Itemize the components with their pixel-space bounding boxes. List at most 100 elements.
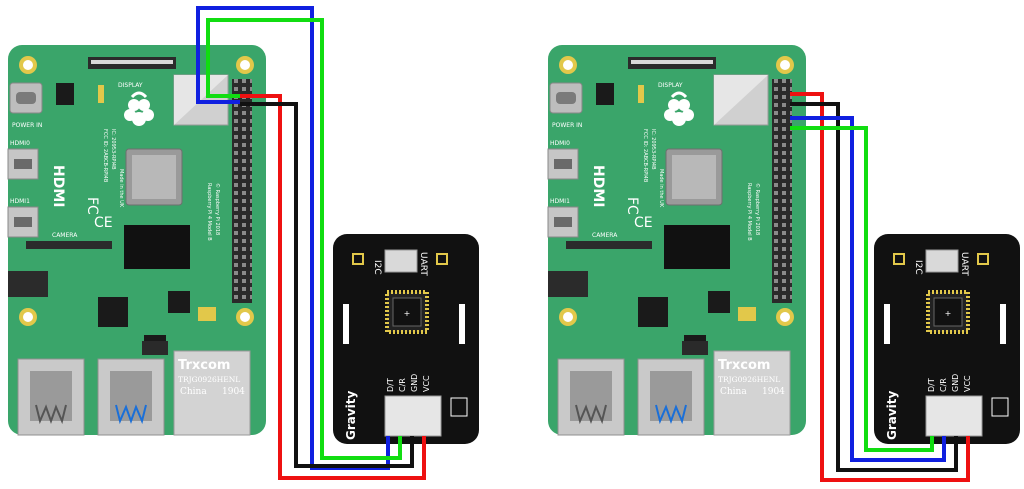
- led-block: [638, 85, 644, 103]
- hdmi1-label: HDMI1: [10, 198, 30, 205]
- side-strip: [884, 304, 890, 344]
- usb2-port: [557, 358, 625, 436]
- camera-connector: [26, 241, 112, 249]
- power-label: POWER IN: [552, 122, 582, 129]
- pin-label: VCC: [422, 375, 431, 392]
- wire-red: [790, 92, 970, 482]
- raspberry-logo-icon: [124, 91, 154, 126]
- chip: [198, 307, 216, 321]
- switch: [925, 249, 959, 273]
- gravity-brand: Gravity: [344, 390, 358, 440]
- chip: [56, 83, 74, 105]
- display-label: DISPLAY: [658, 82, 683, 89]
- ethernet-brand: Trxcom: [718, 358, 770, 373]
- made-text: Made in the UK: [658, 169, 664, 208]
- ram-chip: [664, 225, 730, 269]
- model-text: Raspberry Pi 4 Model B: [746, 183, 752, 241]
- gravity-connector: [925, 395, 983, 437]
- pad: [977, 253, 989, 265]
- hdmi1-label: HDMI1: [550, 198, 570, 205]
- display-label: DISPLAY: [118, 82, 143, 89]
- chip: [596, 83, 614, 105]
- camera-label: CAMERA: [52, 232, 78, 239]
- wire-green: [790, 126, 934, 452]
- year-text: © Raspberry Pi 2018: [754, 183, 761, 235]
- fc-mark: FC: [84, 197, 100, 215]
- connector-dark: [682, 341, 708, 355]
- hdmi1-port: [547, 206, 579, 238]
- hdmi0-port: [7, 148, 39, 180]
- ram-chip: [124, 225, 190, 269]
- pad: [352, 253, 364, 265]
- pin-labels: D/T C/R GND VCC: [927, 374, 972, 392]
- pad: [436, 253, 448, 265]
- hdmi0-label: HDMI0: [550, 140, 570, 147]
- sensor-pcb: [874, 234, 1020, 444]
- ethernet-port: Trxcom TRJG0926HENL China 1904: [713, 350, 791, 436]
- i2c-label: I2C: [372, 260, 382, 275]
- raspberry-pi-board: DISPLAY POWER IN HDMI0 HDMI1 HDM: [7, 45, 266, 436]
- chip: [738, 307, 756, 321]
- pin-label: D/T: [386, 378, 395, 392]
- switch: [384, 249, 418, 273]
- gravity-sensor-board: I2C UART + D/T C/R GND VCC Gravity: [874, 234, 1020, 444]
- ic-text: IC: 20953-RPI4B: [650, 129, 656, 170]
- ce-mark: CE: [634, 215, 653, 231]
- sensor-pcb: [333, 234, 479, 444]
- pin-labels: D/T C/R GND VCC: [386, 374, 431, 392]
- fc-mark: FC: [624, 197, 640, 215]
- wire-black: [240, 102, 414, 468]
- ethernet-model: TRJG0926HENL: [718, 375, 780, 384]
- left-wiring-diagram: DISPLAY POWER IN HDMI0 HDMI1 HDM: [7, 6, 479, 480]
- chip: [638, 297, 668, 327]
- ce-mark: CE: [94, 215, 113, 231]
- audio-jack: [548, 271, 588, 297]
- ethernet-origin: China: [180, 387, 207, 397]
- usb3-port: [637, 358, 705, 436]
- led-block: [98, 85, 104, 103]
- ethernet-origin: China: [720, 387, 747, 397]
- camera-connector: [566, 241, 652, 249]
- fcc-text: FCC ID: 2ABCB-RPI4B: [102, 129, 108, 183]
- gravity-brand: Gravity: [885, 390, 899, 440]
- power-label: POWER IN: [12, 122, 42, 129]
- pin-label: C/R: [939, 378, 948, 392]
- i2c-label: I2C: [913, 260, 923, 275]
- gravity-connector: [384, 395, 442, 437]
- wires: [196, 6, 426, 480]
- uart-label: UART: [959, 252, 969, 276]
- hdmi-logo: HDMI: [590, 165, 606, 207]
- side-strip: [459, 304, 465, 344]
- pin-label: GND: [410, 374, 419, 392]
- audio-jack: [8, 271, 48, 297]
- hdmi0-label: HDMI0: [10, 140, 30, 147]
- pin-label: GND: [951, 374, 960, 392]
- ethernet-brand: Trxcom: [178, 358, 230, 373]
- side-strip: [1000, 304, 1006, 344]
- ethernet-port: Trxcom TRJG0926HENL China 1904: [173, 350, 251, 436]
- pad: [893, 253, 905, 265]
- ethernet-code: 1904: [762, 387, 785, 397]
- usb3-port: [97, 358, 165, 436]
- chip: [98, 297, 128, 327]
- made-text: Made in the UK: [118, 169, 124, 208]
- uart-label: UART: [418, 252, 428, 276]
- gpio-header: [772, 79, 792, 303]
- ic-text: IC: 20953-RPI4B: [110, 129, 116, 170]
- wire-blue: [790, 116, 946, 462]
- ethernet-model: TRJG0926HENL: [178, 375, 240, 384]
- connector-pad: [991, 397, 1009, 417]
- hdmi-logo: HDMI: [50, 165, 66, 207]
- raspberry-pi-board: DISPLAY POWER IN HDMI0 HDMI1 HDMI CAMERA: [547, 45, 806, 436]
- chip: [168, 291, 190, 313]
- usb2-port: [17, 358, 85, 436]
- gravity-sensor-board: I2C UART + D/T C/R GND VCC Gravity: [333, 234, 479, 444]
- svg-text:+: +: [945, 309, 952, 318]
- wire-red: [240, 94, 426, 480]
- pin-label: C/R: [398, 378, 407, 392]
- svg-text:+: +: [404, 309, 411, 318]
- connector-dark: [142, 341, 168, 355]
- side-strip: [343, 304, 349, 344]
- wires: [790, 92, 970, 482]
- wire-green: [206, 18, 402, 460]
